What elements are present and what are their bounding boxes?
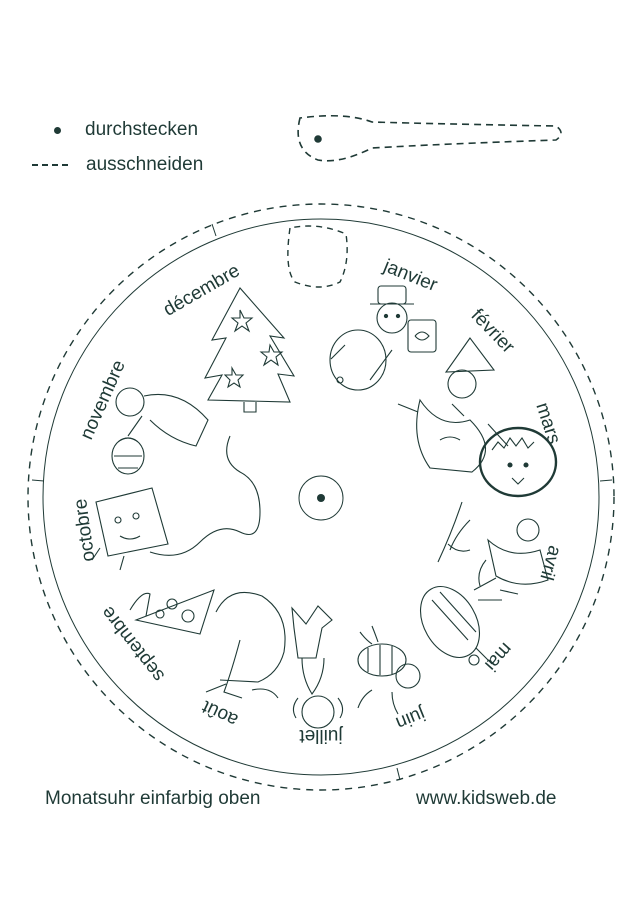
- window-cutout: [287, 225, 348, 288]
- bee-icon: [357, 625, 421, 715]
- legend-punch-label: durchstecken: [85, 119, 199, 140]
- legend-punch: durchstecken: [32, 119, 198, 141]
- clown-icon: [397, 337, 509, 473]
- month-label-10: novembre: [76, 357, 130, 443]
- month-label-1: février: [467, 305, 519, 358]
- month-label-2: mars: [531, 400, 564, 447]
- footer-website: www.kidsweb.de: [416, 788, 557, 809]
- legend-cut-label: ausschneiden: [86, 154, 204, 175]
- month-label-8: septembre: [97, 602, 169, 686]
- center-hub: [298, 475, 344, 521]
- month-labels: janvier février mars avril mai juin juillet aoû…: [70, 255, 565, 746]
- dashed-line-icon: [32, 164, 68, 166]
- footer-title: Monatsuhr einfarbig oben: [45, 788, 261, 809]
- kite-icon: [91, 435, 261, 571]
- center-punch-dot-icon: [317, 494, 325, 502]
- month-label-4: mai: [480, 638, 516, 675]
- month-label-11: décembre: [160, 260, 244, 320]
- child-handstand-icon: [291, 605, 344, 729]
- wheel-cut-outline: [27, 203, 615, 791]
- punch-dot-icon: [54, 126, 61, 134]
- month-label-0: janvier: [380, 255, 441, 296]
- pointer-hand-cutout: [297, 114, 562, 162]
- month-label-7: août: [198, 696, 241, 731]
- mushroom-gnome-icon: [205, 591, 286, 699]
- month-label-6: juillet: [299, 725, 344, 746]
- beetle-icon: [419, 577, 502, 666]
- legend-cut: ausschneiden: [32, 154, 203, 176]
- month-label-3: avril: [535, 543, 565, 582]
- rim-ticks: [31, 223, 613, 781]
- month-label-9: octobre: [70, 497, 100, 563]
- spring-kids-icon: [437, 501, 549, 595]
- lantern-boy-icon: [111, 387, 209, 475]
- pointer-punch-dot-icon: [314, 135, 322, 143]
- wheel-inner-circle: [42, 218, 600, 776]
- hatching-chick-icon: [478, 426, 558, 498]
- school-cone-icon: [129, 589, 215, 635]
- month-label-5: juin: [393, 702, 429, 733]
- snowman-icon: [329, 285, 437, 391]
- christmas-tree-icon: [203, 287, 296, 413]
